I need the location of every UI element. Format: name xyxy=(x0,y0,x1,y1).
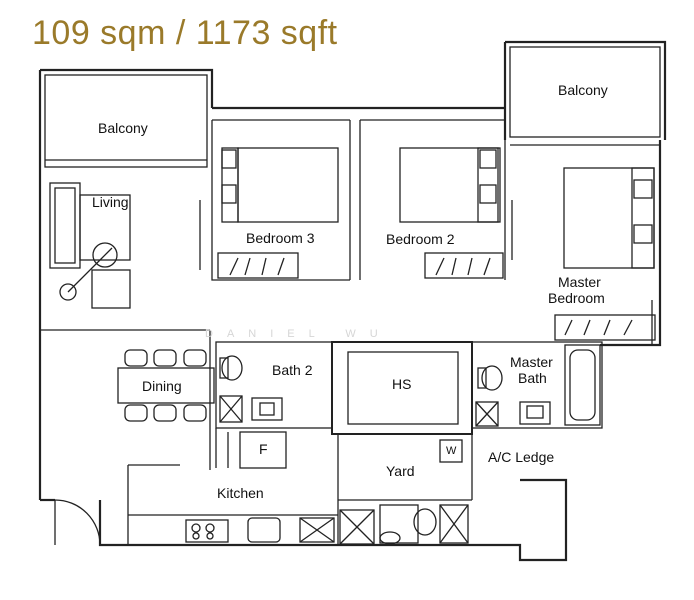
entrance-door xyxy=(54,499,101,546)
label-hs: HS xyxy=(392,376,412,392)
label-bedroom3: Bedroom 3 xyxy=(246,230,315,246)
bath2-walls xyxy=(215,341,333,429)
watermark: DANIEL WU xyxy=(205,328,392,340)
label-fridge: F xyxy=(259,441,268,457)
kitchen-counter xyxy=(127,464,375,545)
label-dining: Dining xyxy=(142,378,182,394)
label-washer: W xyxy=(446,445,457,457)
label-master-bath-line2: Bath xyxy=(518,370,547,386)
floor-area-title: 109 sqm / 1173 sqft xyxy=(32,14,338,52)
master-bedroom-walls xyxy=(510,144,660,345)
master-bath-walls xyxy=(471,341,603,429)
balcony-left xyxy=(44,74,208,168)
label-master-bath: Master Bath xyxy=(510,354,553,386)
label-balcony-right: Balcony xyxy=(558,82,608,98)
label-master-bedroom-line2: Bedroom xyxy=(548,290,605,306)
label-living: Living xyxy=(92,194,129,210)
dining-table xyxy=(117,349,215,422)
interior-partitions xyxy=(40,329,211,470)
bedroom2-walls xyxy=(359,108,513,280)
label-bath2: Bath 2 xyxy=(272,362,313,378)
label-kitchen: Kitchen xyxy=(217,485,264,501)
fridge xyxy=(215,428,287,469)
label-bedroom2: Bedroom 2 xyxy=(386,231,455,247)
label-balcony-left: Balcony xyxy=(98,120,148,136)
label-master-bedroom: Master Bedroom xyxy=(548,274,605,306)
label-master-bath-line1: Master xyxy=(510,354,553,370)
label-ac-ledge: A/C Ledge xyxy=(488,449,555,465)
balcony-right xyxy=(509,46,661,138)
living-sofa xyxy=(49,182,131,309)
yard-walls xyxy=(337,428,473,545)
label-yard: Yard xyxy=(386,463,415,479)
label-master-bedroom-line1: Master xyxy=(558,274,601,290)
bedroom3-walls xyxy=(199,119,351,281)
